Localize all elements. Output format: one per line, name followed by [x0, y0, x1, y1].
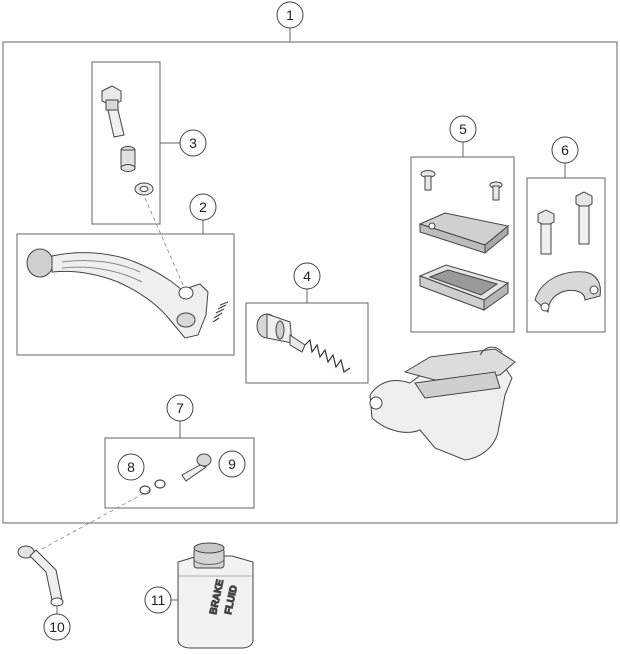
callout-4: 4 [293, 262, 321, 290]
callout-9: 9 [218, 450, 246, 478]
bleed-screw-part-9 [181, 453, 212, 482]
piston-part-4 [256, 313, 306, 353]
main-assembly-frame [2, 28, 618, 524]
clamp-bolt-part-6b [575, 191, 593, 245]
callout-3: 3 [179, 129, 207, 157]
part-box-2 [16, 220, 235, 356]
brake-lever-part-2 [26, 248, 209, 339]
callout-1: 1 [276, 1, 304, 29]
callout-3-label: 3 [189, 135, 197, 151]
part-box-3 [91, 61, 180, 225]
callout-10-label: 10 [49, 619, 65, 635]
o-rings-part-8 [139, 479, 166, 495]
handlebar-clamp-part-6 [534, 271, 601, 314]
callout-7-label: 7 [176, 400, 184, 416]
callout-2: 2 [189, 193, 217, 221]
cover-screw-part-5a [420, 170, 436, 191]
reservoir-cover-part-5 [418, 212, 510, 255]
callout-11-label: 11 [151, 592, 166, 608]
callout-1-label: 1 [286, 7, 294, 23]
callout-5: 5 [449, 115, 477, 143]
callout-11: 11 [144, 586, 172, 614]
callout-7: 7 [166, 394, 194, 422]
piston-spring-part-4 [304, 338, 351, 373]
part-box-5 [410, 142, 515, 333]
master-cylinder-housing [369, 346, 516, 461]
part-box-4 [245, 289, 369, 384]
brake-fluid-bottle-part-11: BRAKE FLUID [177, 542, 254, 649]
callout-10: 10 [43, 613, 71, 641]
callout-2-label: 2 [199, 199, 207, 215]
callout-6: 6 [551, 136, 579, 164]
callout-8-label: 8 [127, 459, 135, 475]
hose-fitting-part-10 [17, 545, 64, 607]
diaphragm-part-5 [418, 264, 510, 311]
callout-6-label: 6 [561, 142, 569, 158]
cover-screw-part-5b [489, 181, 503, 201]
part-box-7 [104, 421, 255, 509]
spring-part-2 [212, 301, 229, 323]
part-box-6 [526, 163, 606, 333]
assembly-guide-lines [39, 197, 184, 551]
callout-5-label: 5 [459, 121, 467, 137]
washer-part-3 [134, 182, 154, 196]
callout-9-label: 9 [228, 456, 236, 472]
callout-8: 8 [117, 453, 145, 481]
bushing-part-3 [120, 146, 136, 172]
clamp-bolt-part-6a [537, 209, 555, 255]
callout-4-label: 4 [303, 268, 311, 284]
bolt-part-3 [101, 85, 125, 138]
